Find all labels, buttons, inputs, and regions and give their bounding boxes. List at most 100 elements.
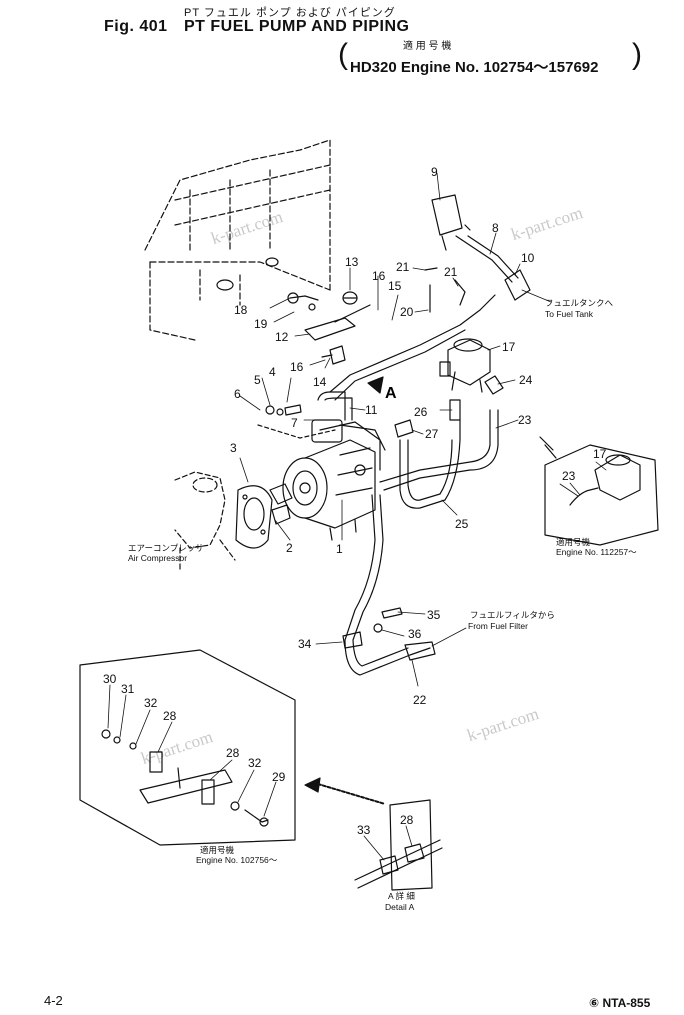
serial-close-paren: ) bbox=[632, 38, 642, 71]
part-number: 7 bbox=[291, 416, 298, 430]
air-compressor-jp: エアーコンプレッサ bbox=[128, 543, 204, 553]
part-number: 6 bbox=[234, 387, 241, 401]
part-number: 24 bbox=[519, 373, 533, 387]
part-number: 32 bbox=[248, 756, 262, 770]
part-number: 13 bbox=[345, 255, 359, 269]
part-number: 22 bbox=[413, 693, 427, 707]
elbow bbox=[454, 279, 466, 306]
gasket bbox=[235, 485, 273, 549]
part-number: 2 bbox=[286, 541, 293, 555]
to-fuel-tank-jp: フュエルタンクへ bbox=[545, 298, 614, 308]
valve-17 bbox=[439, 338, 491, 393]
page-number: 4-2 bbox=[44, 993, 63, 1008]
detail-a-label: Detail A bbox=[385, 902, 415, 912]
part-number: 28 bbox=[226, 746, 240, 760]
fitting-10 bbox=[504, 269, 531, 301]
part-number: 21 bbox=[396, 260, 410, 274]
to-fuel-tank-label: To Fuel Tank bbox=[545, 309, 594, 319]
hose-22 bbox=[344, 494, 436, 676]
part-number: 30 bbox=[103, 672, 117, 686]
washer bbox=[265, 405, 275, 415]
detail-a-jp: A 詳 細 bbox=[388, 891, 415, 901]
leader-lines bbox=[107, 172, 607, 861]
figure-label: Fig. 401 bbox=[104, 18, 168, 35]
right-inset-applicable-jp: 適用号機 bbox=[556, 537, 591, 547]
fitting-27 bbox=[394, 419, 414, 438]
left-inset-applicable-jp: 適用号機 bbox=[200, 845, 235, 855]
part-number: 1 bbox=[336, 542, 343, 556]
part-number: 9 bbox=[431, 165, 438, 179]
bolt-35 bbox=[381, 607, 403, 619]
part-number: 16 bbox=[290, 360, 304, 374]
japanese-title: PT フュエル ポンプ および パイピング bbox=[184, 7, 396, 19]
fitting-24 bbox=[484, 375, 504, 395]
part-number: 23 bbox=[518, 413, 532, 427]
engine-port bbox=[265, 257, 279, 267]
serial-open-paren: ( bbox=[338, 38, 348, 71]
part-number: 35 bbox=[427, 608, 441, 622]
bolt bbox=[289, 295, 319, 301]
part-number: 20 bbox=[400, 305, 414, 319]
engine-serial-range: HD320 Engine No. 102754～157692 bbox=[350, 59, 599, 76]
elbow bbox=[424, 267, 438, 313]
bolt bbox=[284, 404, 302, 416]
coupling bbox=[269, 483, 293, 525]
part-number: 33 bbox=[357, 823, 371, 837]
view-arrow-label: A bbox=[385, 385, 397, 402]
page-title: PT FUEL PUMP AND PIPING bbox=[184, 18, 410, 35]
inset-left-frame bbox=[79, 649, 296, 846]
part-number: 10 bbox=[521, 251, 535, 265]
part-number: 3 bbox=[230, 441, 237, 455]
part-number: 8 bbox=[492, 221, 499, 235]
part-number: 23 bbox=[562, 469, 576, 483]
part-number: 27 bbox=[425, 427, 439, 441]
serial-japanese: 適 用 号 機 bbox=[403, 41, 452, 52]
part-number: 34 bbox=[298, 637, 312, 651]
part-number: 36 bbox=[408, 627, 422, 641]
from-fuel-filter-label: From Fuel Filter bbox=[468, 621, 528, 631]
document-code: ⑥ NTA-855 bbox=[589, 996, 651, 1010]
part-number: 12 bbox=[275, 330, 289, 344]
part-number: 14 bbox=[313, 375, 327, 389]
part-number: 26 bbox=[414, 405, 428, 419]
inset-right-frame bbox=[539, 436, 659, 546]
part-number-labels: 1 2 3 4 5 6 7 8 9 10 11 12 13 14 15 16 1… bbox=[103, 165, 607, 837]
nut-36 bbox=[373, 623, 383, 633]
part-number: 28 bbox=[163, 709, 177, 723]
part-number: 4 bbox=[269, 365, 276, 379]
bracket bbox=[304, 304, 371, 341]
part-number: 25 bbox=[455, 517, 469, 531]
hose-23 bbox=[379, 409, 499, 491]
part-number: 11 bbox=[365, 403, 378, 417]
hose-9 bbox=[431, 194, 463, 251]
engine-port bbox=[216, 279, 234, 291]
hose-25 bbox=[399, 419, 461, 509]
right-inset-engine-no: Engine No. 112257～ bbox=[556, 547, 637, 557]
part-number: 18 bbox=[234, 303, 248, 317]
part-number: 19 bbox=[254, 317, 268, 331]
clamp-34 bbox=[342, 631, 363, 649]
part-number: 29 bbox=[272, 770, 286, 784]
part-number: 17 bbox=[593, 447, 607, 461]
detail-a-frame bbox=[354, 799, 443, 891]
part-number: 28 bbox=[400, 813, 414, 827]
part-number: 21 bbox=[444, 265, 458, 279]
fuel-line-11 bbox=[317, 294, 496, 421]
air-compressor-label: Air Compressor bbox=[128, 553, 188, 563]
part-number: 17 bbox=[502, 340, 516, 354]
from-fuel-filter-jp: フュエルフィルタから bbox=[470, 610, 555, 620]
washer bbox=[276, 408, 284, 416]
part-number: 31 bbox=[121, 682, 135, 696]
fuel-pump-body bbox=[282, 419, 386, 541]
left-inset-engine-no: Engine No. 102756～ bbox=[196, 855, 278, 865]
part-number: 5 bbox=[254, 373, 261, 387]
arrow-a bbox=[367, 376, 384, 394]
part-number: 15 bbox=[388, 279, 402, 293]
engine-block-outline bbox=[144, 139, 331, 341]
air-compressor bbox=[174, 471, 236, 571]
part-number: 16 bbox=[372, 269, 386, 283]
clip bbox=[329, 345, 346, 365]
hose-8 bbox=[461, 235, 519, 283]
part-number: 32 bbox=[144, 696, 158, 710]
